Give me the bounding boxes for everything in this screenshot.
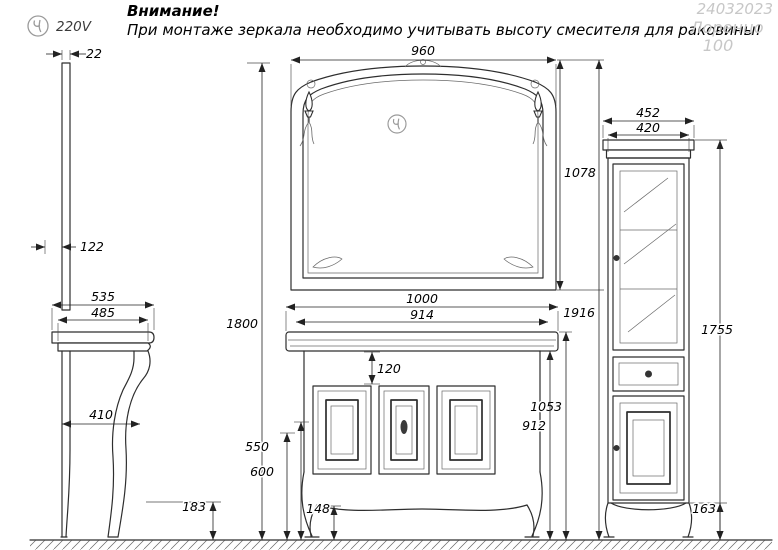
dim-height-with-top: 1053 bbox=[529, 331, 572, 540]
mirror-frame bbox=[290, 65, 557, 291]
glass-reflection-lines bbox=[623, 177, 677, 333]
countertop bbox=[285, 331, 559, 352]
dim-label-base-depth: 410 bbox=[89, 407, 113, 422]
series-size: 100 bbox=[703, 36, 734, 55]
dim-total-height: 1800 bbox=[225, 62, 270, 540]
dim-label-clearance: 148 bbox=[306, 501, 330, 516]
dim-top-depth-inner: 485 bbox=[57, 304, 149, 341]
lower-door-knob bbox=[613, 445, 620, 451]
dim-mirror-thickness: 22 bbox=[46, 45, 103, 63]
dim-label-column-width: 452 bbox=[636, 105, 660, 120]
glass-flourish-right bbox=[503, 256, 534, 269]
dim-label-column-height: 1755 bbox=[701, 322, 733, 337]
mirror-side-panel bbox=[61, 62, 71, 311]
dim-label-overall-height: 1916 bbox=[563, 305, 595, 320]
attention-title: Внимание! bbox=[127, 2, 220, 20]
dim-column-height: 1755 bbox=[695, 139, 734, 540]
dim-label-top-depth-inner: 485 bbox=[91, 305, 115, 320]
glass-door-knob bbox=[613, 255, 620, 261]
side-rear-leg bbox=[65, 350, 71, 538]
dim-label-mirror-offset: 122 bbox=[80, 239, 104, 254]
dim-label-mirror-thickness: 22 bbox=[86, 46, 102, 61]
dim-top-depth: 535 bbox=[51, 288, 155, 330]
dim-mirror-width: 960 bbox=[290, 42, 557, 106]
dim-apron-height: 120 bbox=[364, 351, 402, 385]
side-tabletop bbox=[51, 331, 155, 344]
dim-inner-width: 914 bbox=[296, 306, 548, 326]
series-name: Лоренцо bbox=[690, 18, 764, 37]
ground-line bbox=[29, 539, 773, 550]
side-front-leg bbox=[117, 350, 151, 538]
vanity-apron bbox=[316, 504, 528, 511]
dim-label-side-leg-height: 183 bbox=[182, 499, 206, 514]
vanity-door-center bbox=[378, 385, 430, 475]
dim-label-level-600: 600 bbox=[250, 464, 274, 479]
page-header: 220V Внимание! При монтаже зеркала необх… bbox=[27, 0, 773, 55]
side-tabletop-molding bbox=[57, 342, 151, 352]
mirror-front bbox=[290, 59, 557, 291]
dim-cabinet-width: 1000 bbox=[285, 290, 559, 331]
dim-label-body-height: 912 bbox=[522, 418, 546, 433]
keyhole-escutcheon bbox=[400, 420, 408, 434]
dim-label-mirror-width: 960 bbox=[411, 43, 435, 58]
glass-door bbox=[612, 163, 685, 351]
dim-mirror-height: 1078 bbox=[556, 60, 604, 291]
column-drawer bbox=[612, 356, 685, 392]
dim-column-width: 452 bbox=[602, 104, 695, 138]
dim-label-inner-width: 914 bbox=[410, 307, 434, 322]
dim-label-apron-height: 120 bbox=[377, 361, 401, 376]
column-apron bbox=[610, 502, 687, 511]
dim-label-level-550: 550 bbox=[245, 439, 269, 454]
warning-text: При монтаже зеркала необходимо учитывать… bbox=[127, 21, 762, 39]
dim-label-height-with-top: 1053 bbox=[530, 399, 562, 414]
glass-flourish-left bbox=[312, 256, 343, 269]
doc-number: 24032023 bbox=[697, 0, 773, 18]
dim-column-body-width: 420 bbox=[607, 119, 690, 152]
column-right-leg bbox=[687, 502, 693, 538]
dim-label-column-body-width: 420 bbox=[636, 120, 660, 135]
dim-side-leg-height: 183 bbox=[146, 498, 221, 540]
mirror-rosette-right bbox=[530, 79, 540, 89]
voltage-label: 220V bbox=[56, 19, 93, 35]
dim-level-600: 600 bbox=[249, 421, 309, 540]
dim-label-column-leg-height: 163 bbox=[692, 501, 716, 516]
column-cornice bbox=[602, 139, 695, 151]
dim-label-cabinet-width: 1000 bbox=[406, 291, 438, 306]
dim-mirror-offset: 122 bbox=[31, 238, 105, 256]
brand-logo-icon bbox=[27, 15, 49, 37]
drawer-knob bbox=[645, 370, 652, 378]
column-body bbox=[607, 157, 690, 504]
tall-cabinet bbox=[602, 139, 695, 538]
column-left-leg bbox=[604, 502, 610, 538]
mirror-inner-frame bbox=[302, 73, 544, 279]
dim-label-total-height: 1800 bbox=[226, 316, 258, 331]
dim-base-depth: 410 bbox=[62, 406, 140, 428]
dim-clearance: 148 bbox=[305, 500, 341, 540]
dim-column-leg-height: 163 bbox=[690, 500, 727, 540]
dim-body-height: 912 bbox=[521, 350, 556, 540]
mirror-rosette-left bbox=[306, 79, 316, 89]
dim-label-top-depth: 535 bbox=[91, 289, 115, 304]
vanity-door-left bbox=[312, 385, 372, 475]
dim-overall-height: 1916 bbox=[557, 59, 604, 540]
vanity-door-right bbox=[436, 385, 496, 475]
lower-door bbox=[612, 395, 685, 501]
dim-level-550: 550 bbox=[244, 432, 295, 540]
dim-label-mirror-height: 1078 bbox=[564, 165, 596, 180]
